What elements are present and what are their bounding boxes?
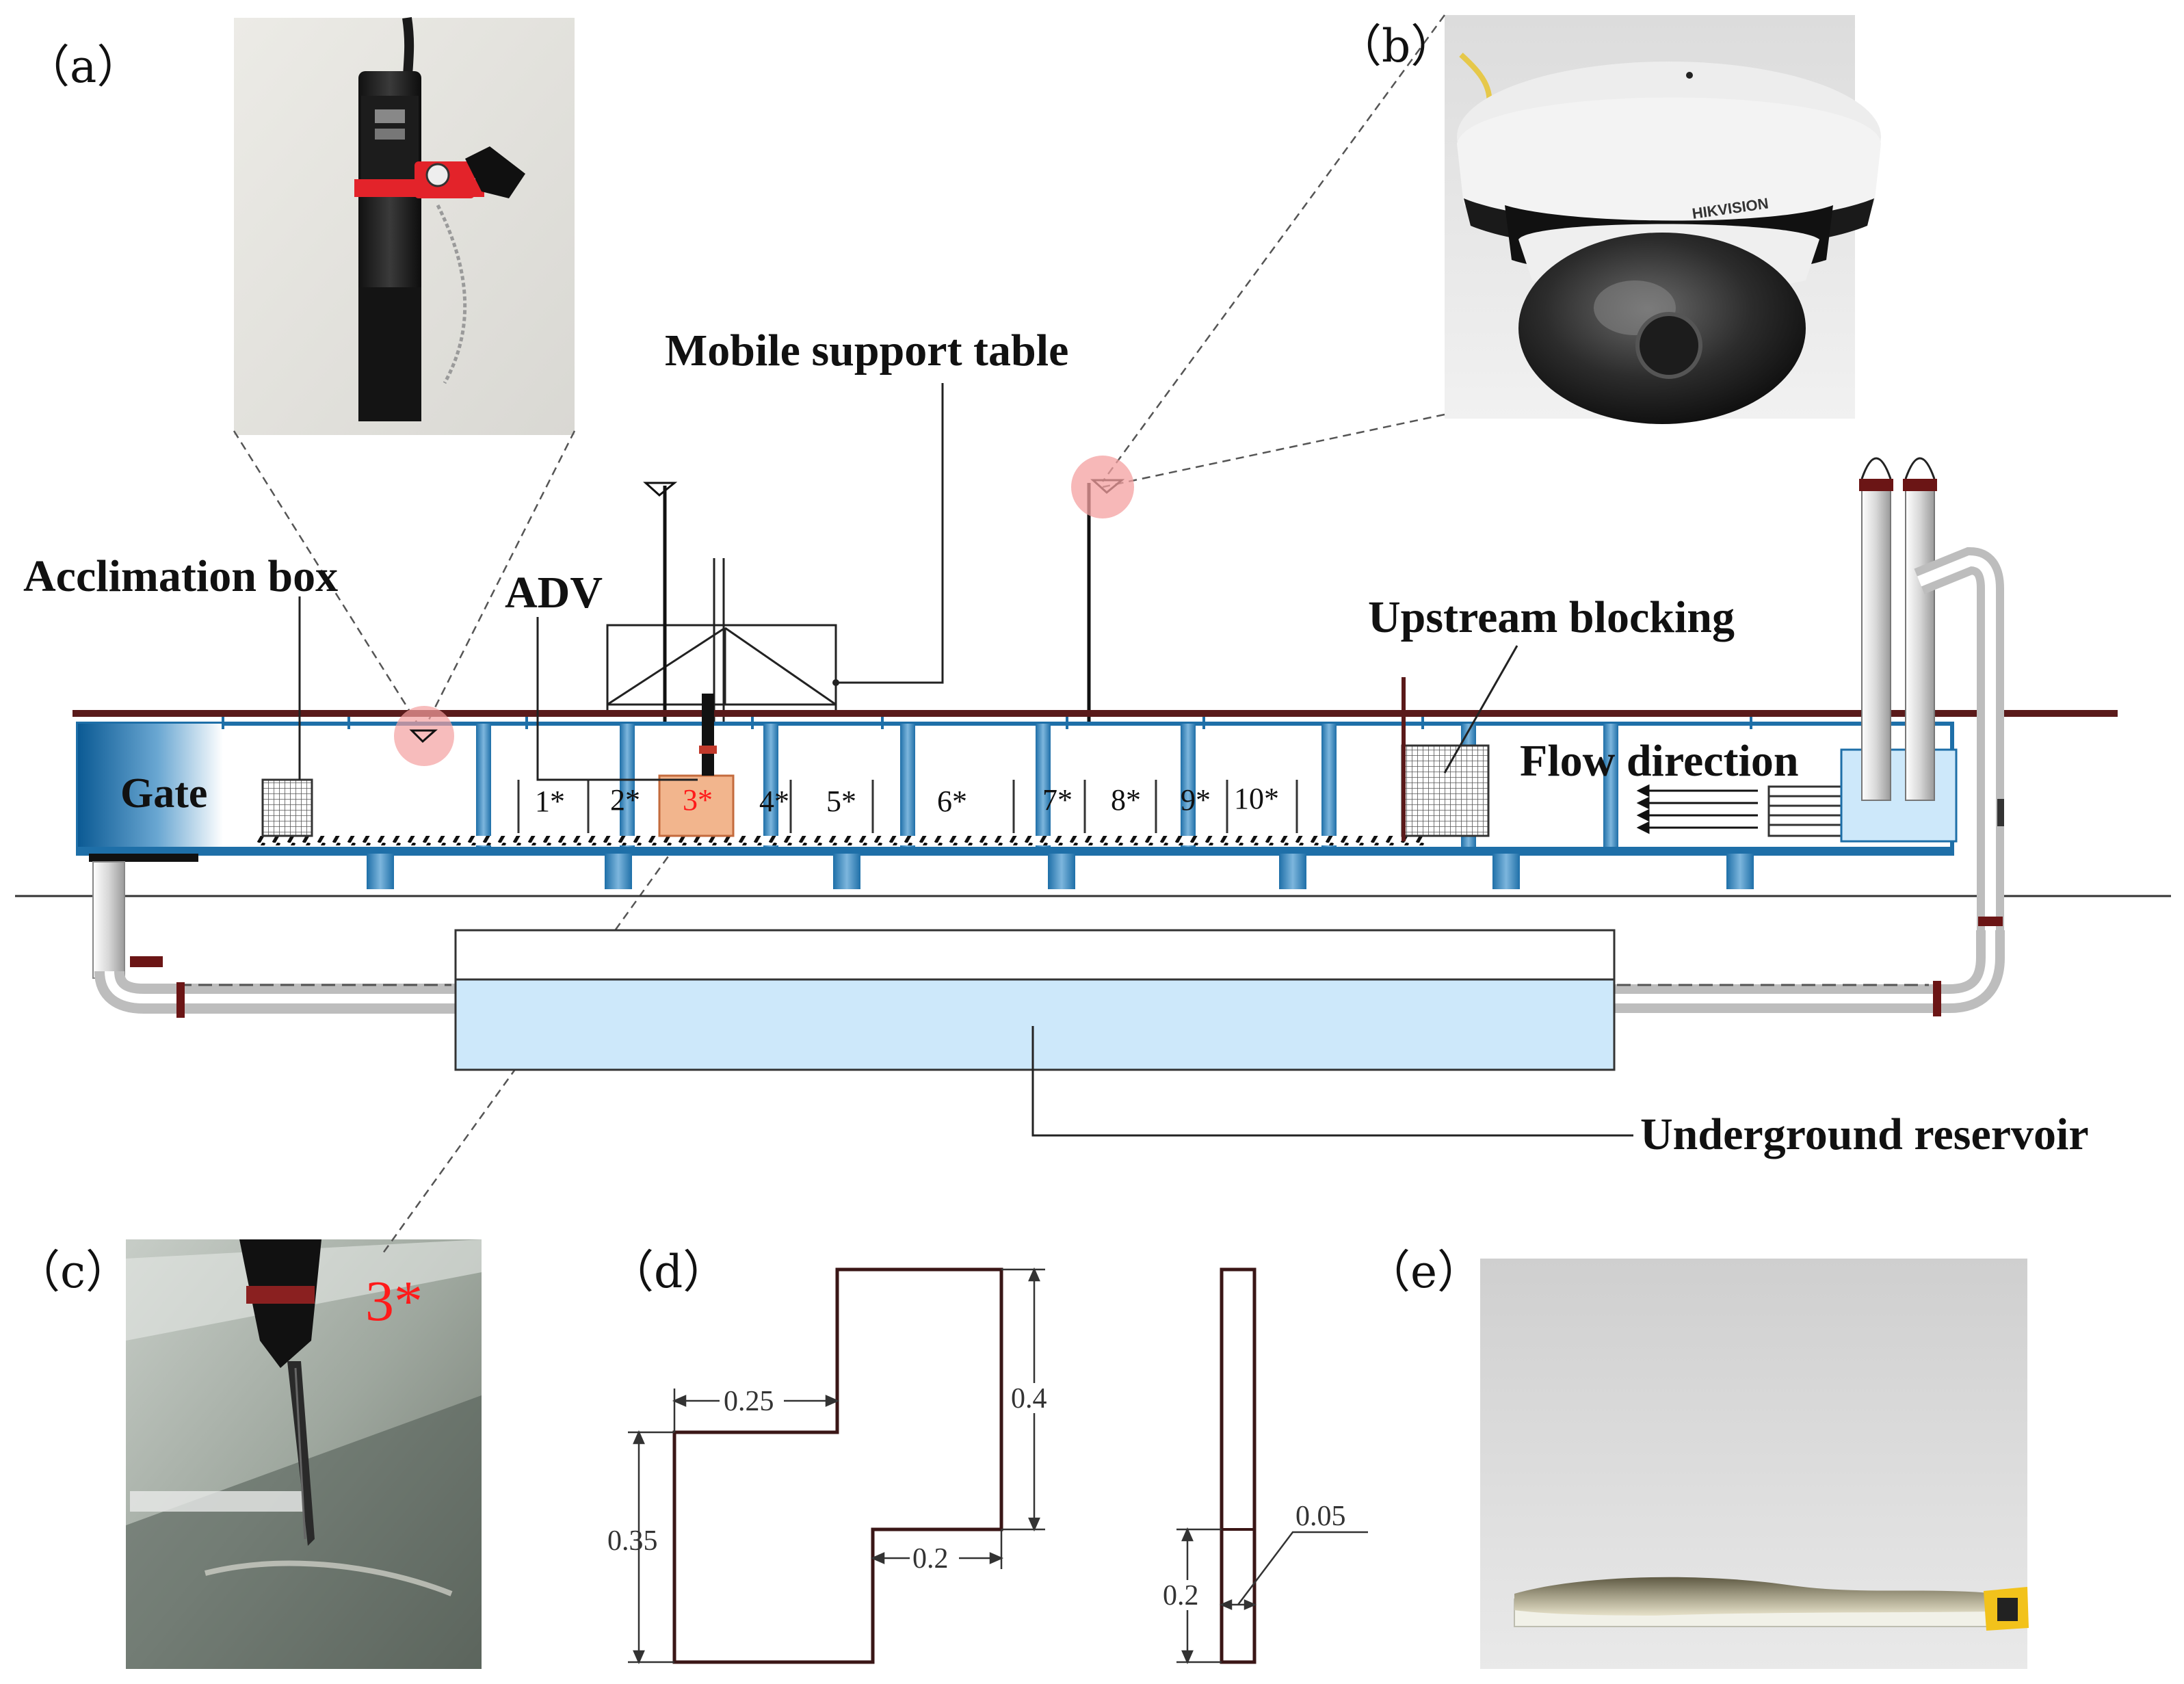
flow-direction-label: Flow direction	[1520, 736, 1799, 786]
gate-label: Gate	[120, 770, 207, 817]
callout-camera-circle	[1071, 456, 1134, 518]
leader-mobile-support	[836, 383, 944, 684]
dim-height-right: 0.4	[1011, 1383, 1047, 1415]
photo-c-marker: 3*	[365, 1269, 423, 1333]
section-label: 5*	[826, 785, 856, 818]
photo-e-eel	[1480, 1259, 2029, 1669]
leader-adv	[536, 617, 698, 781]
acclimation-box	[261, 778, 313, 837]
section-labels: 1* 2* 3* 4* 5* 6* 7* 8* 9* 10*	[535, 782, 1279, 818]
adv-instrument	[699, 694, 717, 776]
photo-a-sensor	[234, 16, 575, 435]
top-rail	[73, 710, 2118, 717]
acclimation-box-label: Acclimation box	[23, 551, 338, 601]
dim-height-left: 0.35	[607, 1525, 658, 1557]
underground-reservoir	[454, 929, 1616, 1071]
section-label: 2*	[610, 783, 640, 817]
section-label: 9*	[1181, 783, 1211, 817]
obstacle-outline	[672, 1267, 1003, 1664]
dim-top-width: 0.25	[724, 1386, 774, 1417]
section-label: 4*	[759, 785, 789, 818]
eel	[1514, 1577, 2001, 1616]
flow-arrows	[1636, 784, 1758, 834]
section-label: 6*	[937, 785, 967, 818]
photo-c-adv-flume: 3*	[126, 1239, 482, 1669]
section-label: 8*	[1111, 783, 1141, 817]
dim-plate-thickness: 0.05	[1295, 1501, 1346, 1532]
adv-label: ADV	[505, 568, 603, 618]
panel-b-label: （b）	[1337, 20, 1456, 73]
panel-e-label: （e）	[1365, 1246, 1482, 1298]
panel-a-label: （a）	[25, 40, 142, 93]
photo-b-camera: HIKVISION	[1445, 15, 1881, 424]
callout-sensor-circle	[394, 706, 454, 766]
inlet-tank	[1840, 748, 1958, 843]
callout-lines	[233, 14, 1446, 1254]
panel-c-label: （c）	[15, 1246, 131, 1298]
underground-reservoir-label: Underground reservoir	[1640, 1109, 2089, 1159]
plate-dimension-drawing: 0.2 0.05	[1163, 1267, 1368, 1665]
upstream-blocking-label: Upstream blocking	[1368, 592, 1735, 642]
flume-body: Gate	[76, 677, 1958, 889]
upstream-blocking-mesh	[1401, 744, 1490, 837]
leader-upstream	[1443, 645, 1518, 774]
gate	[78, 724, 223, 854]
obstacle-dimension-drawing: 0.25 0.4 0.35 0.2	[607, 1267, 1057, 1665]
section-3-highlight	[658, 774, 735, 837]
mobile-support-table-label: Mobile support table	[665, 326, 1068, 376]
pipes	[92, 457, 2005, 1018]
section-label: 1*	[535, 785, 565, 818]
section-label: 10*	[1234, 782, 1279, 815]
section-label: 7*	[1042, 783, 1073, 817]
section-label-highlight: 3*	[683, 783, 713, 817]
dim-bottom-step: 0.2	[912, 1543, 949, 1575]
leader-reservoir	[1031, 1026, 1633, 1137]
panel-d-label: （d）	[609, 1246, 728, 1298]
dim-plate-height: 0.2	[1163, 1580, 1199, 1611]
